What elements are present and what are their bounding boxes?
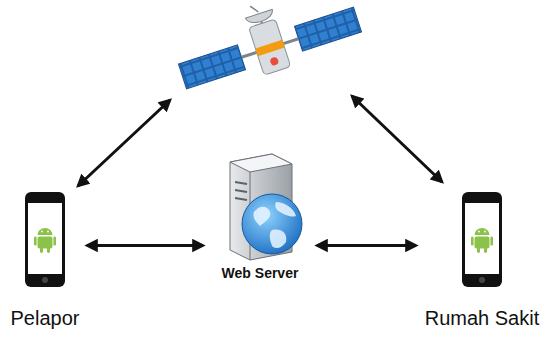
device-icon [462,192,502,287]
web-server: Web Server [205,152,315,281]
satellite-link [78,100,170,186]
satellite-link [352,96,442,182]
node-label: Pelapor [11,307,80,330]
device-icon [25,192,65,287]
node-label: Web Server [222,265,299,281]
device-icon [210,152,310,262]
connector-arrow [87,244,203,247]
satellite [168,0,365,99]
hospital-phone: Rumah Sakit [418,192,546,330]
connector-arrow [317,244,416,247]
node-label: Rumah Sakit [425,307,540,330]
reporter-phone: Pelapor [5,192,85,330]
